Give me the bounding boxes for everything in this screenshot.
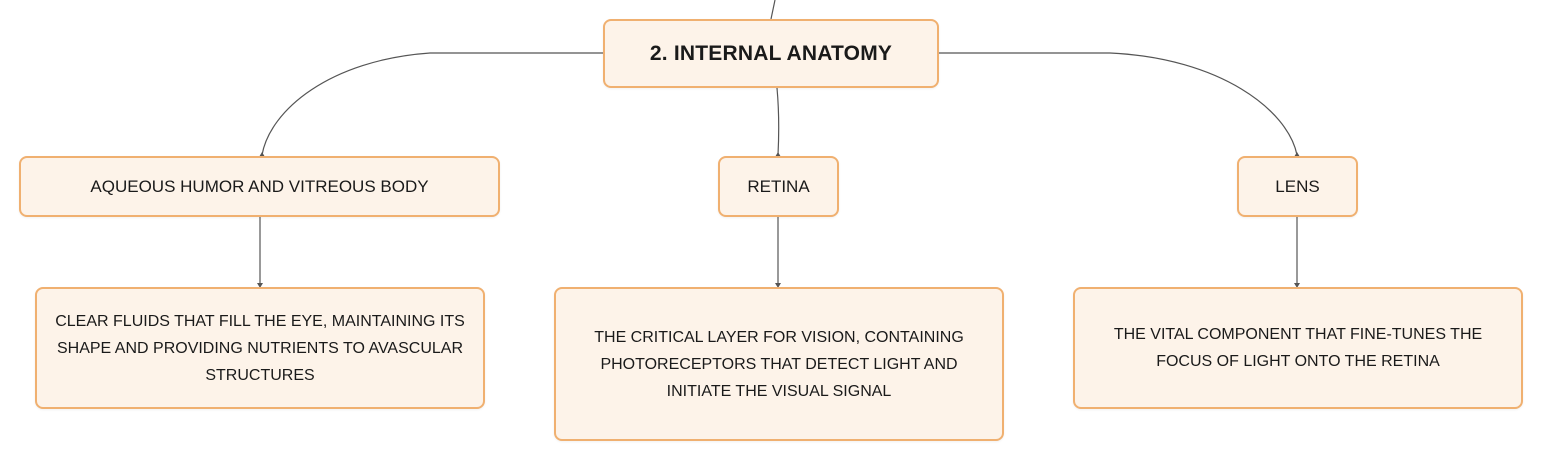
branch-node-label: AQUEOUS HUMOR AND VITREOUS BODY bbox=[90, 176, 429, 196]
root-node[interactable]: 2. INTERNAL ANATOMY bbox=[603, 19, 939, 88]
root-node-label: 2. INTERNAL ANATOMY bbox=[649, 41, 893, 65]
branch-node-retina[interactable]: RETINA bbox=[718, 156, 839, 217]
branch-node-lens[interactable]: LENS bbox=[1237, 156, 1358, 217]
description-text: CLEAR FLUIDS THAT FILL THE EYE, MAINTAIN… bbox=[55, 312, 465, 384]
connector-root-to-aqueous bbox=[261, 52, 603, 156]
description-text: THE CRITICAL LAYER FOR VISION, CONTAININ… bbox=[594, 328, 964, 400]
connector-root-to-retina bbox=[776, 87, 780, 156]
incoming-connector bbox=[770, 0, 776, 20]
description-node-lens[interactable]: THE VITAL COMPONENT THAT FINE-TUNES THE … bbox=[1073, 287, 1523, 409]
connector-root-to-lens bbox=[939, 52, 1298, 156]
branch-node-aqueous-humor[interactable]: AQUEOUS HUMOR AND VITREOUS BODY bbox=[19, 156, 500, 217]
description-node-aqueous-humor[interactable]: CLEAR FLUIDS THAT FILL THE EYE, MAINTAIN… bbox=[35, 287, 485, 409]
description-text: THE VITAL COMPONENT THAT FINE-TUNES THE … bbox=[1113, 326, 1483, 370]
branch-node-label: RETINA bbox=[747, 176, 810, 196]
description-node-retina[interactable]: THE CRITICAL LAYER FOR VISION, CONTAININ… bbox=[554, 287, 1004, 441]
branch-node-label: LENS bbox=[1275, 176, 1320, 196]
